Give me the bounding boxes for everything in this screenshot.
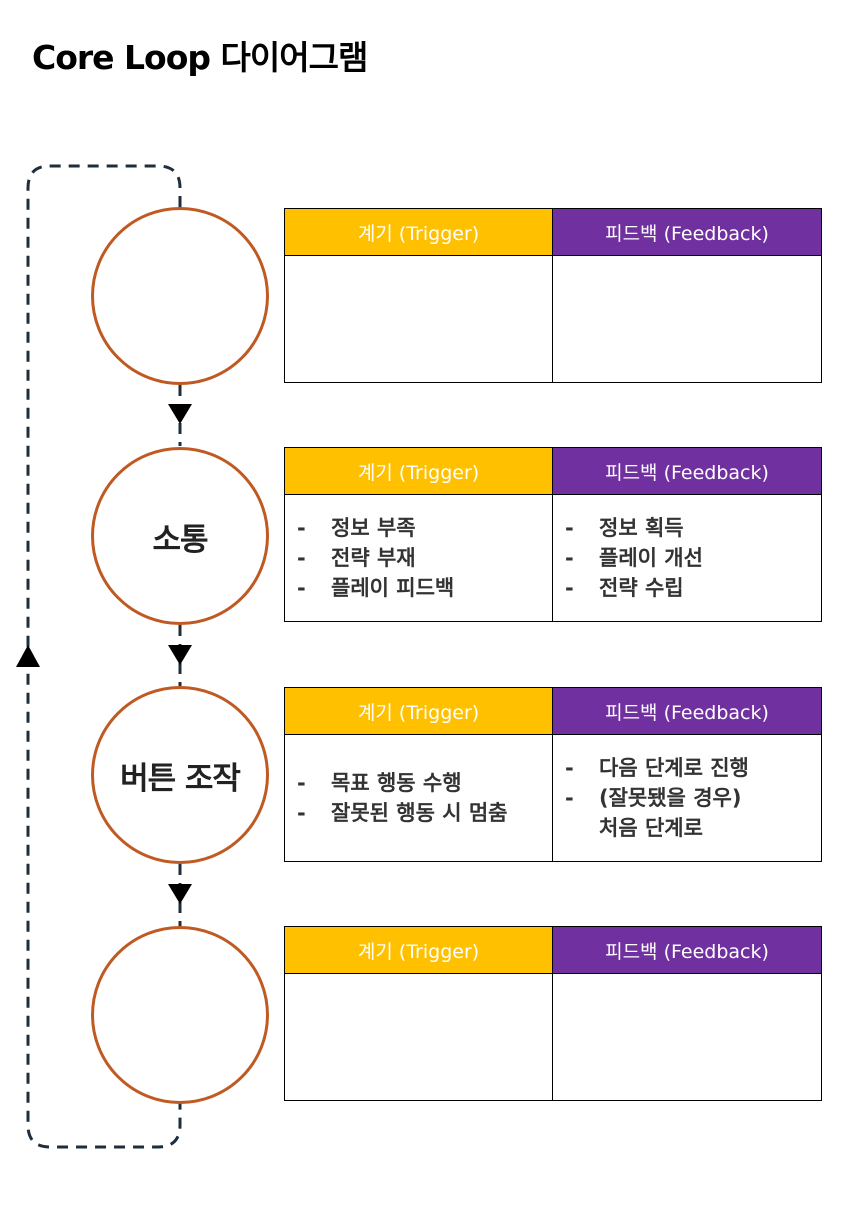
table-header-row: 계기 (Trigger) 피드백 (Feedback)	[285, 688, 821, 735]
feedback-cell: -정보 획득 -플레이 개선 -전략 수립	[553, 495, 821, 621]
loop-node-1	[91, 207, 269, 385]
page-title: Core Loop 다이어그램	[32, 38, 368, 77]
list-item: -정보 부족	[297, 516, 416, 540]
list-item: -전략 수립	[565, 576, 684, 600]
list-item: -전략 부재	[297, 546, 416, 570]
arrow-down-icon	[168, 645, 192, 665]
feedback-header: 피드백 (Feedback)	[553, 927, 821, 973]
table-header-row: 계기 (Trigger) 피드백 (Feedback)	[285, 927, 821, 974]
loop-node-2: 소통	[91, 447, 269, 625]
list-item: -(잘못됐을 경우) 처음 단계로	[565, 786, 742, 840]
stage-table-3: 계기 (Trigger) 피드백 (Feedback) -목표 행동 수행 -잘…	[284, 687, 822, 862]
table-body-row: -목표 행동 수행 -잘못된 행동 시 멈춤 -다음 단계로 진행 -(잘못됐을…	[285, 735, 821, 861]
stage-table-1: 계기 (Trigger) 피드백 (Feedback)	[284, 208, 822, 383]
trigger-cell: -정보 부족 -전략 부재 -플레이 피드백	[285, 495, 553, 621]
feedback-header: 피드백 (Feedback)	[553, 688, 821, 734]
feedback-header: 피드백 (Feedback)	[553, 209, 821, 255]
loop-node-3: 버튼 조작	[91, 686, 269, 864]
loop-node-4	[91, 926, 269, 1104]
list-item: -잘못된 행동 시 멈춤	[297, 801, 508, 825]
table-header-row: 계기 (Trigger) 피드백 (Feedback)	[285, 209, 821, 256]
trigger-cell	[285, 974, 553, 1100]
list-item: -정보 획득	[565, 516, 684, 540]
trigger-header: 계기 (Trigger)	[285, 688, 553, 734]
stage-table-4: 계기 (Trigger) 피드백 (Feedback)	[284, 926, 822, 1101]
table-body-row	[285, 974, 821, 1100]
trigger-cell: -목표 행동 수행 -잘못된 행동 시 멈춤	[285, 735, 553, 861]
list-item: -다음 단계로 진행	[565, 756, 749, 780]
feedback-header: 피드백 (Feedback)	[553, 448, 821, 494]
node-label: 소통	[152, 521, 208, 558]
arrow-down-icon	[168, 884, 192, 904]
feedback-cell: -다음 단계로 진행 -(잘못됐을 경우) 처음 단계로	[553, 735, 821, 861]
table-body-row	[285, 256, 821, 382]
table-body-row: -정보 부족 -전략 부재 -플레이 피드백 -정보 획득 -플레이 개선 -전…	[285, 495, 821, 621]
stage-table-2: 계기 (Trigger) 피드백 (Feedback) -정보 부족 -전략 부…	[284, 447, 822, 622]
trigger-header: 계기 (Trigger)	[285, 927, 553, 973]
trigger-header: 계기 (Trigger)	[285, 209, 553, 255]
feedback-cell	[553, 256, 821, 382]
list-item: -플레이 개선	[565, 546, 703, 570]
table-header-row: 계기 (Trigger) 피드백 (Feedback)	[285, 448, 821, 495]
arrow-up-icon	[16, 645, 40, 667]
list-item: -플레이 피드백	[297, 576, 455, 600]
trigger-cell	[285, 256, 553, 382]
list-item: -목표 행동 수행	[297, 771, 462, 795]
trigger-header: 계기 (Trigger)	[285, 448, 553, 494]
arrow-down-icon	[168, 404, 192, 424]
node-label: 버튼 조작	[120, 760, 241, 797]
feedback-cell	[553, 974, 821, 1100]
